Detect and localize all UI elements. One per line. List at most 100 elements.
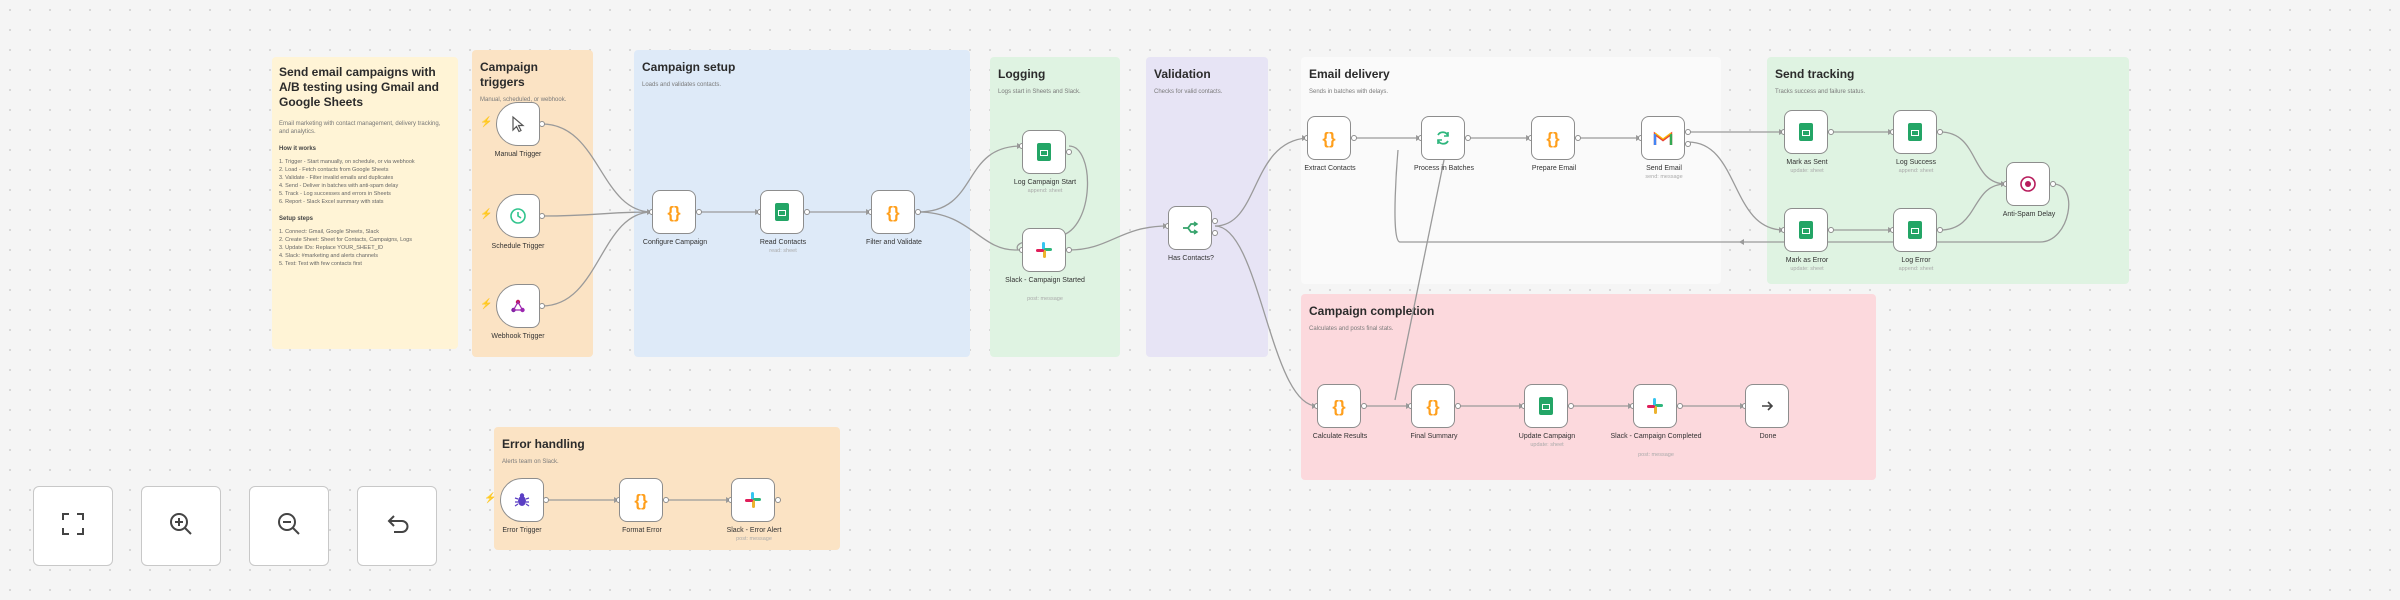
output-handle[interactable]: [1568, 403, 1574, 409]
output-handle[interactable]: [775, 497, 781, 503]
google-sheets-icon: [1037, 143, 1051, 161]
node-label: Send Email: [1646, 165, 1682, 172]
output-handle[interactable]: [663, 497, 669, 503]
output-handle[interactable]: [1465, 135, 1471, 141]
output-handle[interactable]: [1677, 403, 1683, 409]
zoom-out-button[interactable]: [249, 486, 329, 566]
node-format-error[interactable]: {}: [619, 478, 663, 522]
node-webhook-trigger[interactable]: [496, 284, 540, 328]
output-handle[interactable]: [1937, 129, 1943, 135]
output-handle-true[interactable]: [1212, 218, 1218, 224]
output-handle[interactable]: [1066, 247, 1072, 253]
output-handle[interactable]: [1351, 135, 1357, 141]
node-label: Slack - Error Alert: [726, 527, 782, 534]
output-handle[interactable]: [539, 303, 545, 309]
node-has-contacts[interactable]: [1168, 206, 1212, 250]
node-label: Anti-Spam Delay: [2002, 211, 2056, 218]
node-configure-campaign[interactable]: {}: [652, 190, 696, 234]
node-slack-campaign-started[interactable]: [1022, 228, 1066, 272]
node-log-error[interactable]: [1893, 208, 1937, 252]
setup-step: 4. Slack: #marketing and alerts channels: [279, 253, 379, 259]
node-log-campaign-start[interactable]: [1022, 130, 1066, 174]
section-subtitle: Tracks success and failure status.: [1775, 89, 1866, 95]
output-handle[interactable]: [804, 209, 810, 215]
node-error-trigger[interactable]: [500, 478, 544, 522]
output-handle[interactable]: [1575, 135, 1581, 141]
wait-icon: [2019, 175, 2037, 193]
output-handle-false[interactable]: [1212, 230, 1218, 236]
trigger-bolt-icon: ⚡: [480, 117, 493, 128]
node-label: Update Campaign: [1518, 433, 1576, 440]
how-step: 5. Track - Log successes and errors in S…: [279, 191, 391, 197]
output-handle[interactable]: [539, 213, 545, 219]
output-handle[interactable]: [1455, 403, 1461, 409]
zoom-out-icon: [274, 509, 304, 544]
zoom-in-button[interactable]: [141, 486, 221, 566]
setup-step: 2. Create Sheet: Sheet for Contacts, Cam…: [279, 237, 412, 243]
setup-step: 5. Test: Test with few contacts first: [279, 261, 362, 267]
node-label: Final Summary: [1410, 433, 1458, 440]
node-manual-trigger[interactable]: [496, 102, 540, 146]
node-anti-spam-delay[interactable]: [2006, 162, 2050, 206]
slack-icon: [1035, 241, 1053, 259]
output-handle-error[interactable]: [1685, 141, 1691, 147]
output-handle[interactable]: [1361, 403, 1367, 409]
section-title: Campaign triggers: [480, 60, 539, 89]
how-step: 3. Validate - Filter invalid emails and …: [279, 175, 394, 181]
output-handle[interactable]: [1937, 227, 1943, 233]
node-final-summary[interactable]: {}: [1411, 384, 1455, 428]
fit-view-button[interactable]: [33, 486, 113, 566]
node-log-success[interactable]: [1893, 110, 1937, 154]
arrow-right-icon: [1759, 398, 1775, 414]
output-handle-success[interactable]: [1685, 129, 1691, 135]
section-title: Validation: [1154, 67, 1211, 81]
node-label: Mark as Sent: [1786, 159, 1828, 166]
sticky-logging[interactable]: Logging Logs start in Sheets and Slack.: [990, 57, 1120, 357]
node-prepare-email[interactable]: {}: [1531, 116, 1575, 160]
node-slack-error-alert[interactable]: [731, 478, 775, 522]
node-subtitle: post: message: [736, 536, 772, 542]
node-done[interactable]: [1745, 384, 1789, 428]
section-title: Send tracking: [1775, 67, 1855, 81]
section-subtitle: Calculates and posts final stats.: [1309, 326, 1394, 332]
section-title: Campaign setup: [642, 60, 736, 74]
node-label: Manual Trigger: [494, 151, 542, 158]
output-handle[interactable]: [2050, 181, 2056, 187]
output-handle[interactable]: [1066, 149, 1072, 155]
section-subtitle: Loads and validates contacts.: [642, 82, 722, 88]
node-subtitle: update: sheet: [1790, 168, 1824, 174]
output-handle[interactable]: [539, 121, 545, 127]
if-branch-icon: [1181, 219, 1199, 237]
node-slack-campaign-completed[interactable]: [1633, 384, 1677, 428]
node-label: Log Success: [1895, 159, 1937, 166]
bug-icon: [513, 491, 531, 509]
zoom-in-icon: [166, 509, 196, 544]
sticky-delivery[interactable]: Email delivery Sends in batches with del…: [1301, 57, 1721, 284]
output-handle[interactable]: [696, 209, 702, 215]
output-handle[interactable]: [1828, 227, 1834, 233]
sticky-error[interactable]: Error handling Alerts team on Slack.: [494, 427, 840, 550]
node-label: Extract Contacts: [1304, 165, 1356, 172]
node-filter-validate[interactable]: {}: [871, 190, 915, 234]
output-handle[interactable]: [1828, 129, 1834, 135]
setup-step: 3. Update IDs: Replace YOUR_SHEET_ID: [279, 245, 384, 251]
trigger-bolt-icon: ⚡: [480, 209, 493, 220]
node-mark-as-error[interactable]: [1784, 208, 1828, 252]
node-process-batches[interactable]: [1421, 116, 1465, 160]
node-mark-as-sent[interactable]: [1784, 110, 1828, 154]
node-extract-contacts[interactable]: {}: [1307, 116, 1351, 160]
section-title: Error handling: [502, 437, 585, 451]
node-subtitle: send: message: [1645, 174, 1683, 180]
output-handle[interactable]: [915, 209, 921, 215]
node-update-campaign[interactable]: [1524, 384, 1568, 428]
undo-button[interactable]: [357, 486, 437, 566]
node-calculate-results[interactable]: {}: [1317, 384, 1361, 428]
section-subtitle: Manual, scheduled, or webhook.: [480, 97, 567, 103]
node-send-email[interactable]: [1641, 116, 1685, 160]
sticky-intro[interactable]: Send email campaigns with A/B testing us…: [272, 57, 458, 349]
output-handle[interactable]: [543, 497, 549, 503]
how-step: 6. Report - Slack Excel summary with sta…: [279, 199, 384, 205]
node-read-contacts[interactable]: [760, 190, 804, 234]
node-schedule-trigger[interactable]: [496, 194, 540, 238]
intro-desc: Email marketing with contact management,…: [279, 121, 441, 135]
